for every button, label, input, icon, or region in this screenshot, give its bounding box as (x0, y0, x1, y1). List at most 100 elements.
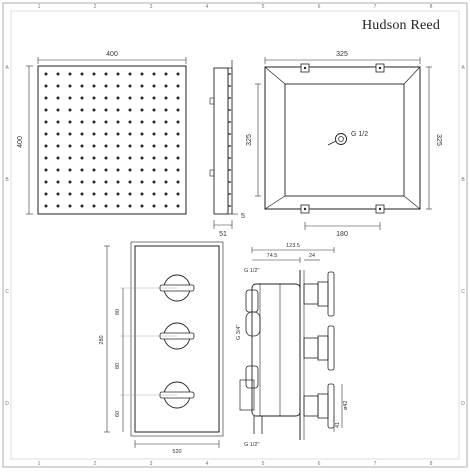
nozzle-dot (44, 144, 48, 148)
shower-head-side-view: 51 5 (209, 60, 245, 238)
dim-label-head-depth: 51 (219, 231, 227, 238)
nozzle-dot (68, 72, 72, 76)
grid-col-label: 3 (150, 4, 153, 10)
nozzle-dot (128, 180, 132, 184)
grid-col-label: 8 (430, 4, 433, 10)
valve-plate (134, 245, 220, 433)
nozzle-dot (152, 192, 156, 196)
nozzle-dot (44, 72, 48, 76)
nozzle-dot (128, 84, 132, 88)
valve-inlet-port (245, 311, 261, 337)
nozzle-dot (164, 72, 168, 76)
nozzle-dot (56, 132, 60, 136)
port-label-top: G 1/2" (244, 268, 259, 274)
nozzle-dot (80, 72, 84, 76)
nozzle-dot (92, 72, 96, 76)
dim-label-head-width: 400 (106, 51, 118, 58)
nozzle-dot (68, 156, 72, 160)
nozzle-dot (44, 204, 48, 208)
nozzle-dot (176, 204, 180, 208)
nozzle-dot (68, 108, 72, 112)
grid-col-label: 5 (262, 4, 265, 10)
nozzle-dot (140, 84, 144, 88)
grid-row-label: B (5, 177, 9, 183)
nozzle-dot (56, 144, 60, 148)
dim-label-head-height: 400 (17, 136, 24, 148)
dim-label-box-height-right: 325 (435, 134, 442, 146)
nozzle-dot (104, 204, 108, 208)
grid-col-label: 1 (38, 4, 41, 10)
nozzle-dot (104, 180, 108, 184)
nozzle-dot (152, 180, 156, 184)
nozzle-dot (140, 72, 144, 76)
dim-label-spacing-3: 60 (115, 411, 121, 417)
nozzle-dot (92, 168, 96, 172)
nozzle-dot (80, 144, 84, 148)
grid-row-label: D (5, 401, 9, 407)
nozzle-dot (140, 156, 144, 160)
nozzle-dot (176, 132, 180, 136)
nozzle-dot (164, 120, 168, 124)
nozzle-dot (104, 192, 108, 196)
nozzle-dot (164, 144, 168, 148)
grid-col-label: 5 (262, 461, 265, 467)
nozzle-dot (116, 120, 120, 124)
nozzle-dot (68, 180, 72, 184)
nozzle-dot (80, 120, 84, 124)
nozzle-dot (176, 72, 180, 76)
nozzle-dot (152, 204, 156, 208)
nozzle-dot (116, 144, 120, 148)
nozzle-dot (128, 132, 132, 136)
nozzle-dot (164, 180, 168, 184)
nozzle-dot (92, 84, 96, 88)
nozzle-dot (116, 132, 120, 136)
nozzle-dot (80, 108, 84, 112)
nozzle-dot (176, 108, 180, 112)
nozzle-dot (44, 168, 48, 172)
wall-box-inner (284, 83, 405, 197)
nozzle-dot (68, 192, 72, 196)
side-nozzle-marks (228, 73, 231, 207)
grid-col-label: 6 (318, 4, 321, 10)
dim-label-head-lip: 5 (241, 213, 245, 220)
nozzle-dot (152, 120, 156, 124)
grid-row-label: C (5, 289, 9, 295)
nozzle-dot (140, 108, 144, 112)
nozzle-dot (92, 144, 96, 148)
nozzle-dot (92, 156, 96, 160)
nozzle-dot (176, 156, 180, 160)
nozzle-dot (80, 168, 84, 172)
sheet-inner-border (10, 10, 460, 460)
nozzle-dot (152, 108, 156, 112)
grid-col-label: 8 (430, 461, 433, 467)
nozzle-dot (104, 120, 108, 124)
nozzle-dot (56, 168, 60, 172)
nozzle-dot (80, 180, 84, 184)
nozzle-dot (128, 192, 132, 196)
nozzle-dot (128, 144, 132, 148)
nozzle-dot (80, 192, 84, 196)
port-label-left: G 3/4" (236, 325, 242, 340)
nozzle-dot (80, 204, 84, 208)
nozzle-dot (176, 180, 180, 184)
valve-front-view: 80 80 60 280 520 (99, 241, 224, 455)
nozzle-dot (152, 168, 156, 172)
nozzle-dot (116, 204, 120, 208)
nozzle-dot (164, 96, 168, 100)
nozzle-dot (92, 120, 96, 124)
nozzle-dot (164, 204, 168, 208)
dim-label-side-front: 24 (309, 253, 315, 259)
grid-col-label: 6 (318, 461, 321, 467)
nozzle-dot (80, 84, 84, 88)
nozzle-dot (140, 120, 144, 124)
nozzle-dot (68, 84, 72, 88)
grid-col-label: 2 (94, 461, 97, 467)
nozzle-dot (56, 156, 60, 160)
grid-col-label: 1 (38, 461, 41, 467)
nozzle-dot (164, 132, 168, 136)
nozzle-dot (116, 72, 120, 76)
shower-head-front-view: 400 400 (17, 51, 187, 215)
nozzle-dot (140, 192, 144, 196)
nozzle-dot (44, 132, 48, 136)
